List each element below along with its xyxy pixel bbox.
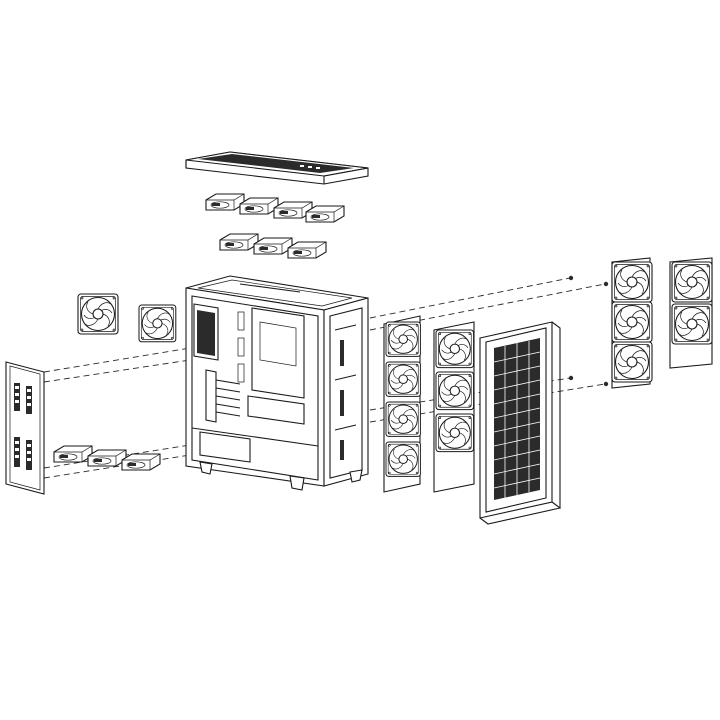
top-dust-filter [185,151,369,185]
bottom-fan-array [53,445,161,471]
front-fan-stack-1 [383,315,421,493]
top-fan-array-lower [219,233,327,259]
top-fan-array-upper [205,193,345,223]
side-fan-stack-1 [611,257,653,389]
rear-fan-left [77,293,119,335]
rear-fan-right [138,304,177,343]
side-io-panel [5,361,45,495]
front-fan-stack-2 [433,321,475,493]
chassis [185,275,369,491]
front-mesh-panel [479,321,562,525]
side-fan-stack-2 [669,257,713,369]
